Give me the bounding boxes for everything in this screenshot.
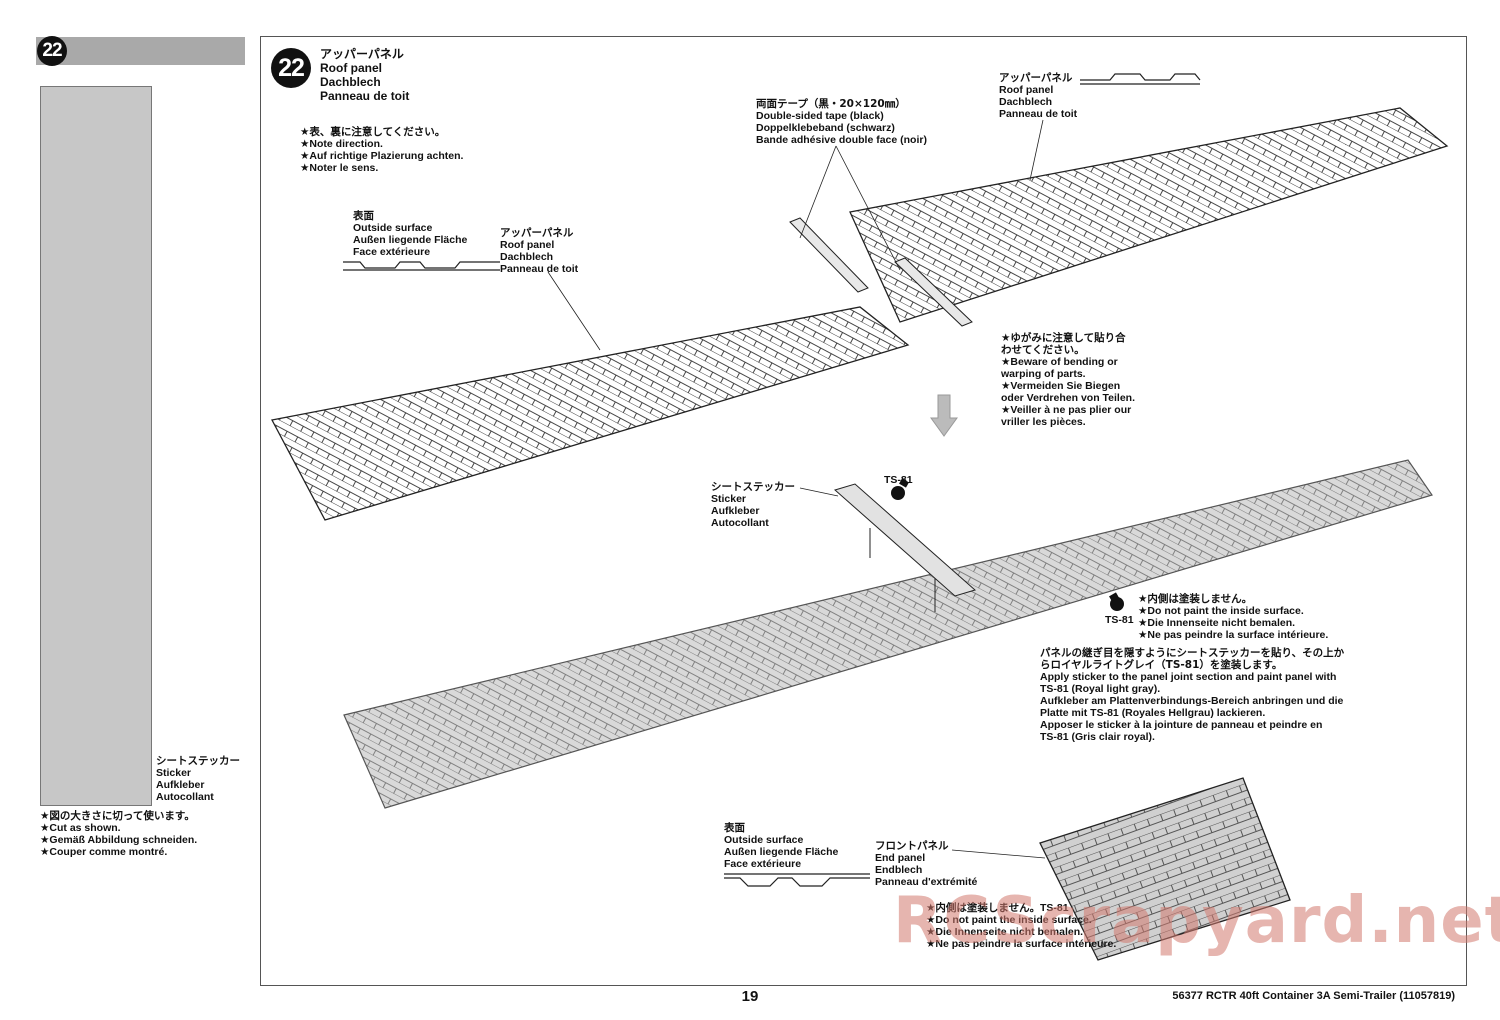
watermark: RCScrapyard.net (893, 884, 1500, 958)
profile-icon-1 (343, 261, 500, 269)
roof-panel-left (271, 306, 910, 521)
page-number: 19 (741, 988, 759, 1005)
sticker-cut-template (40, 86, 152, 806)
step-title: アッパーパネル Roof panel Dachblech Panneau de … (320, 47, 410, 103)
paint-icon-mid (1109, 592, 1124, 611)
down-arrow (930, 394, 958, 437)
step-number: 22 (42, 40, 62, 61)
panel-leader-right (1029, 119, 1044, 181)
sheet-sticker-label: シートステッカー Sticker Aufkleber Autocollant (711, 481, 795, 529)
profile-icon-6 (724, 877, 870, 887)
tape-strip-2 (894, 257, 973, 327)
paint-code-mid: TS-81 (1105, 614, 1134, 626)
inside-note-2: ★内側は塗装しません。 ★Do not paint the inside sur… (926, 902, 1117, 950)
instruction-frame (260, 36, 1467, 986)
end-panel-leader (951, 849, 1046, 859)
step-number-badge: 22 (37, 36, 67, 66)
roof-panel-label-right: アッパーパネル Roof panel Dachblech Panneau de … (999, 72, 1078, 120)
paint-code-bottom: TS-81 (1040, 902, 1069, 914)
sticker-leader (799, 487, 839, 497)
step-header-bar (36, 37, 245, 65)
roof-panel-label-left: アッパーパネル Roof panel Dachblech Panneau de … (500, 227, 579, 275)
inside-note-1: ★内側は塗装しません。 ★Do not paint the inside sur… (1138, 593, 1329, 641)
main-step-badge: 22 (271, 48, 311, 88)
product-footer: 56377 RCTR 40ft Container 3A Semi-Traile… (1172, 990, 1455, 1002)
end-panel-label: フロントパネル End panel Endblech Panneau d'ext… (875, 840, 978, 888)
tape-strip-1 (789, 217, 869, 293)
panel-leader-left (547, 271, 601, 351)
joint-sticker (833, 483, 977, 597)
profile-icon-3 (1080, 73, 1201, 81)
apply-sticker-note: パネルの継ぎ目を隠すようにシートステッカーを貼り、その上か らロイヤルライトグレ… (1040, 647, 1345, 743)
sidebar-cut-note: ★図の大きさに切って使います。 ★Cut as shown. ★Gemäß Ab… (40, 810, 198, 858)
double-tape-label: 両面テープ（黒・20×120㎜） Double-sided tape (blac… (756, 98, 927, 146)
sidebar-sticker-label: シートステッカー Sticker Aufkleber Autocollant (156, 755, 240, 803)
tape-leader-2 (835, 145, 901, 271)
outside-surface-label-1: 表面 Outside surface Außen liegende Fläche… (353, 210, 468, 258)
note-direction: ★表、裏に注意してください。 ★Note direction. ★Auf ric… (300, 126, 464, 174)
outside-surface-label-2: 表面 Outside surface Außen liegende Fläche… (724, 822, 839, 870)
assembled-roof-panel (343, 459, 1433, 809)
roof-panel-right (849, 107, 1449, 323)
warp-note: ★ゆがみに注意して貼り合 わせてください。 ★Beware of bending… (1001, 332, 1136, 428)
tape-leader-1 (799, 145, 837, 239)
paint-code-top: TS-81 (884, 474, 913, 486)
paint-icon-top (891, 478, 909, 500)
end-panel (1039, 777, 1291, 961)
